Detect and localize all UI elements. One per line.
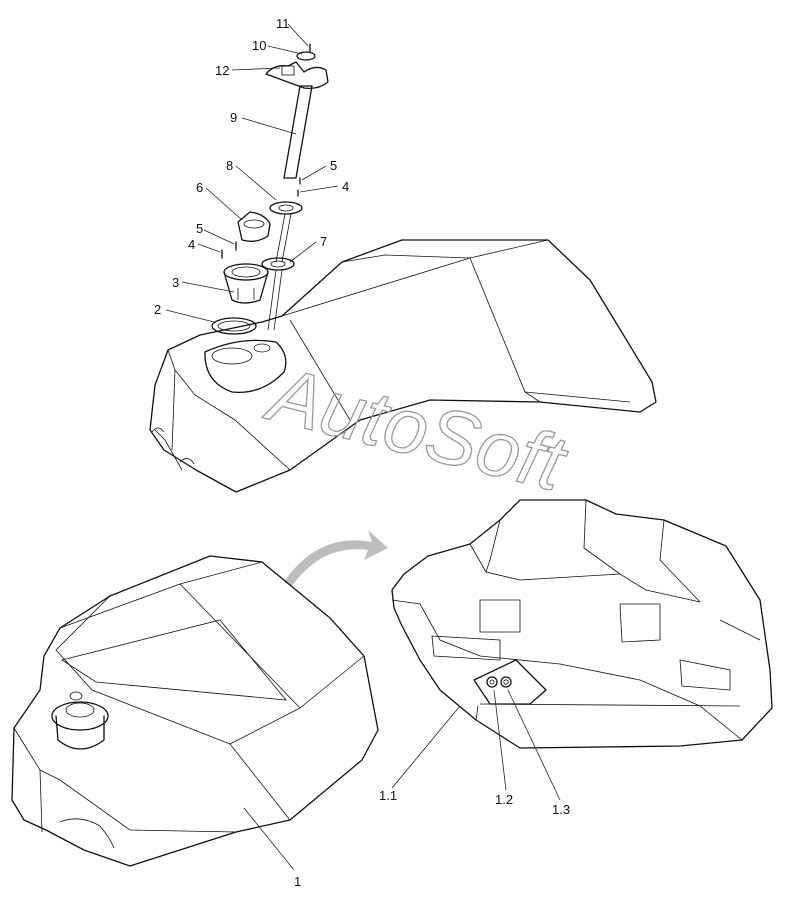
callout-labels: 11 10 12 9 8 5 4 6 5 4 7 3 2 1 1.1 1.2 1…: [154, 16, 570, 889]
callout-3: 3: [172, 275, 179, 290]
callout-1-1: 1.1: [379, 788, 397, 803]
bottom-left-tank: [11, 555, 379, 867]
part-2-gasket: [211, 317, 257, 335]
top-tank-assembly: [149, 239, 657, 493]
callout-6: 6: [196, 180, 203, 195]
part-8-flange: [269, 201, 303, 215]
flip-arrow: [284, 530, 388, 586]
bottom-right-tank: [391, 499, 773, 749]
part-9-sender-tube: [283, 85, 313, 179]
callout-4-upper: 4: [342, 179, 349, 194]
part-1-2-washer: [486, 676, 498, 688]
callout-1-3: 1.3: [552, 802, 570, 817]
tank-1-filler: [51, 701, 109, 731]
drain-pocket: [473, 659, 547, 705]
part-7-flange: [261, 257, 295, 271]
callout-1-2: 1.2: [495, 792, 513, 807]
part-10-sender-head: [296, 51, 316, 61]
callout-1: 1: [294, 874, 301, 889]
part-6-cap: [237, 211, 271, 242]
callout-5-upper: 5: [330, 158, 337, 173]
callout-4-lower: 4: [188, 237, 195, 252]
callout-7: 7: [320, 234, 327, 249]
top-exploded-parts: [211, 43, 329, 335]
tank-1-1-underside: [391, 499, 773, 749]
callout-12: 12: [215, 63, 229, 78]
callout-2: 2: [154, 302, 161, 317]
callout-8: 8: [226, 158, 233, 173]
callout-5-lower: 5: [196, 221, 203, 236]
leader-lines: [165, 23, 561, 871]
part-1-3-plug: [500, 676, 512, 688]
callout-10: 10: [252, 38, 266, 53]
watermark-text: AutoSoft: [258, 349, 577, 509]
callout-11: 11: [276, 16, 290, 31]
part-3-filler-neck: [223, 271, 269, 304]
callout-9: 9: [230, 110, 237, 125]
top-filler-boss: [204, 339, 287, 393]
part-12-harness: [265, 61, 329, 90]
